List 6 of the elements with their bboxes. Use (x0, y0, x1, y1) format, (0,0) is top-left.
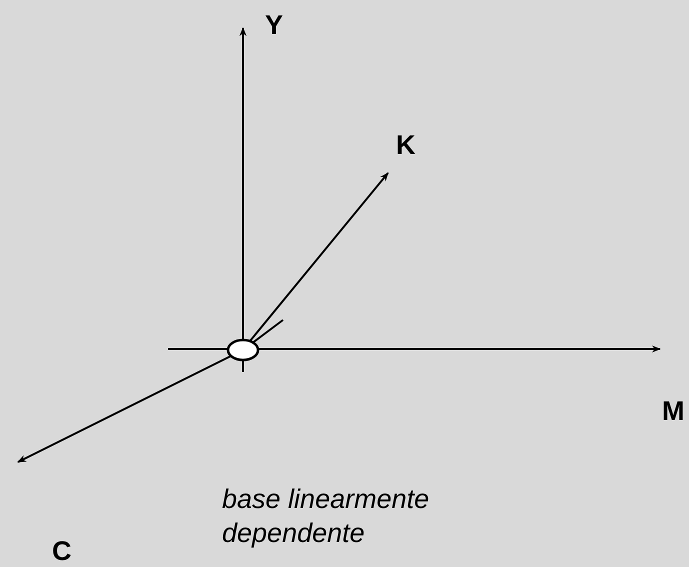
origin-ellipse (226, 338, 260, 362)
axis-label: K (396, 132, 416, 159)
axis-label: C (52, 538, 72, 565)
axis-label: M (662, 398, 684, 425)
axis-label: Y (265, 12, 284, 39)
note-text: base linearmente dependente (222, 483, 430, 550)
